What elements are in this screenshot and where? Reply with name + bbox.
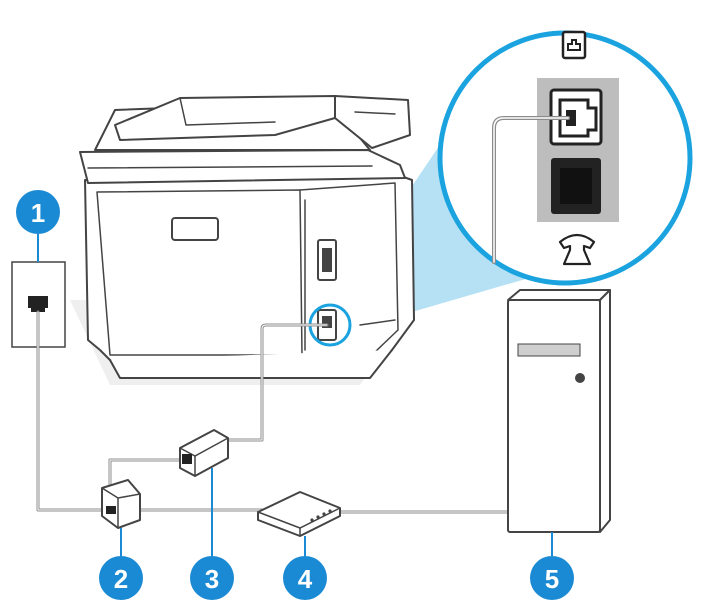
printer (70, 95, 415, 385)
dsl-filter (179, 429, 229, 477)
callout-3-label: 3 (205, 564, 219, 594)
telephone-handset-icon (558, 233, 596, 266)
callout-1: 1 (16, 190, 60, 262)
phone-splitter (101, 479, 141, 529)
callout-5: 5 (530, 532, 574, 600)
dsl-modem (257, 491, 341, 537)
port-zoom-view (437, 30, 693, 286)
callout-5-label: 5 (545, 564, 559, 594)
computer-tower (507, 289, 611, 533)
phone-line-port-icon (561, 30, 587, 60)
callout-4: 4 (283, 536, 327, 600)
callout-2: 2 (99, 528, 143, 600)
callout-1-label: 1 (31, 198, 45, 228)
callout-4-label: 4 (298, 564, 313, 594)
callout-3: 3 (190, 468, 234, 600)
callout-2-label: 2 (114, 564, 128, 594)
telephone-port (551, 158, 601, 214)
